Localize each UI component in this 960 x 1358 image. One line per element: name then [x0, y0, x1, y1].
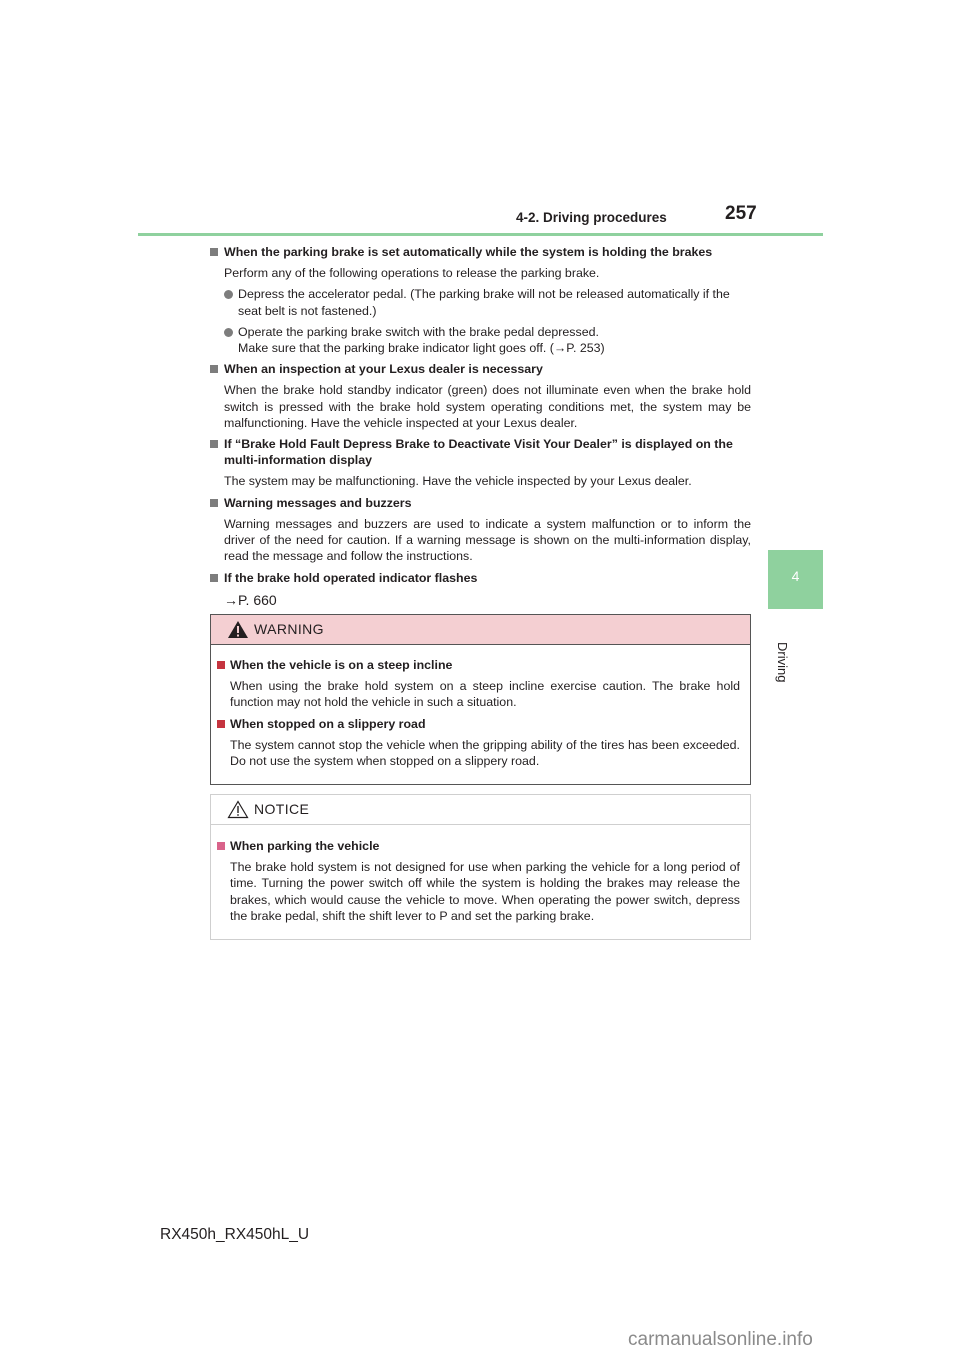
warning-item-heading: When the vehicle is on a steep incline	[217, 657, 740, 673]
section-text: The system may be malfunctioning. Have t…	[224, 474, 692, 489]
section-heading: If “Brake Hold Fault Depress Brake to De…	[210, 436, 751, 468]
notice-header: NOTICE	[211, 795, 750, 825]
section-text: Perform any of the following operations …	[224, 266, 600, 280]
square-bullet-icon	[210, 248, 218, 256]
notice-title: NOTICE	[254, 801, 310, 817]
section-heading: Warning messages and buzzers	[210, 495, 751, 511]
square-bullet-icon	[210, 365, 218, 374]
warning-body: When the vehicle is on a steep incline W…	[217, 657, 740, 774]
section-heading: If the brake hold operated indicator fla…	[210, 570, 751, 586]
section-heading: When an inspection at your Lexus dealer …	[210, 361, 751, 377]
header-rule	[138, 233, 823, 236]
notice-item-text: The brake hold system is not designed fo…	[230, 860, 740, 923]
page-number: 257	[725, 203, 757, 224]
main-content: When the parking brake is set automatica…	[210, 244, 751, 609]
section-text: Warning messages and buzzers are used to…	[224, 516, 751, 564]
square-bullet-icon	[210, 573, 218, 582]
square-bullet-icon	[217, 661, 225, 669]
chapter-tab: 4	[768, 550, 823, 609]
square-bullet-icon	[210, 440, 218, 449]
page-reference-link[interactable]: →P. 660	[224, 591, 277, 608]
header-section-title: 4-2. Driving procedures	[516, 210, 667, 225]
warning-item-text: When using the brake hold system on a st…	[230, 679, 740, 710]
footer-model: RX450h_RX450hL_U	[160, 1226, 310, 1243]
warning-item-text: The system cannot stop the vehicle when …	[230, 737, 740, 768]
circle-bullet-icon	[224, 327, 233, 337]
notice-box: NOTICE When parking the vehicle The brak…	[210, 794, 751, 940]
notice-triangle-icon	[227, 800, 249, 819]
section-heading: When the parking brake is set automatica…	[210, 244, 751, 260]
warning-item-heading: When stopped on a slippery road	[217, 716, 740, 732]
warning-header: WARNING	[211, 615, 750, 645]
list-item: Operate the parking brake switch with th…	[210, 324, 751, 357]
square-bullet-icon	[210, 498, 218, 507]
notice-body: When parking the vehicle The brake hold …	[217, 838, 740, 929]
section-text: When the brake hold standby indicator (g…	[224, 383, 751, 431]
warning-triangle-icon	[228, 621, 248, 638]
square-bullet-icon	[217, 842, 225, 850]
list-item: Depress the accelerator pedal. (The park…	[210, 286, 751, 319]
square-bullet-icon	[217, 719, 225, 728]
chapter-title: Driving	[775, 642, 790, 683]
notice-item-heading: When parking the vehicle	[217, 838, 740, 854]
circle-bullet-icon	[224, 290, 233, 300]
watermark: carmanualsonline.info	[628, 1329, 813, 1350]
warning-title: WARNING	[254, 621, 324, 637]
warning-box: WARNING When the vehicle is on a steep i…	[210, 614, 751, 785]
chapter-number: 4	[791, 568, 800, 584]
